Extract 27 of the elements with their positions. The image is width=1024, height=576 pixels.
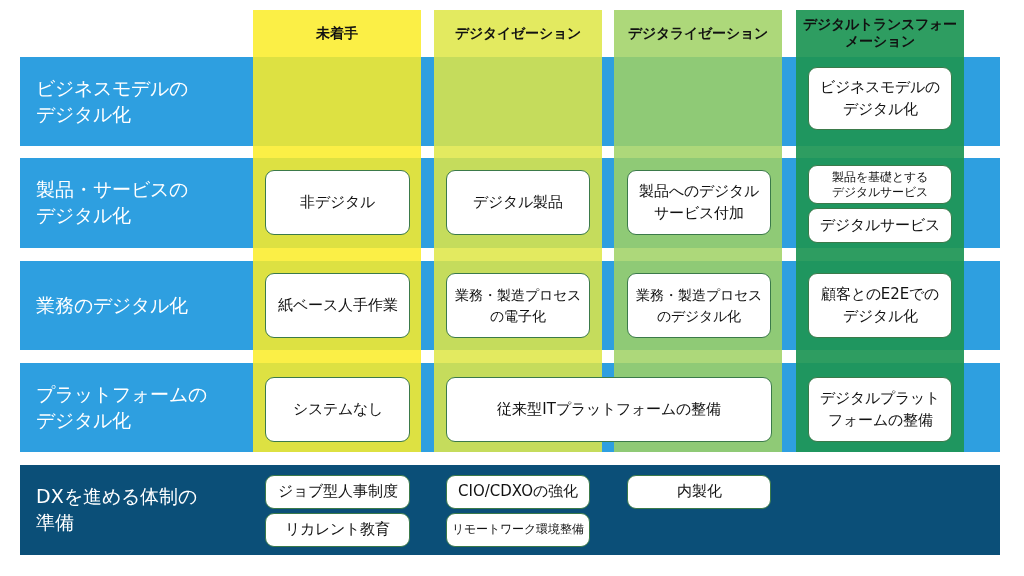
row-heading: ビジネスモデルのデジタル化 (36, 75, 189, 127)
item-card: ビジネスモデルのデジタル化 (808, 67, 952, 130)
item-card: リカレント教育 (265, 513, 410, 547)
item-card: 業務・製造プロセスの電子化 (446, 273, 590, 338)
item-card: 製品へのデジタルサービス付加 (627, 170, 771, 235)
item-card: 顧客とのE2Eでのデジタル化 (808, 273, 952, 338)
item-card: 非デジタル (265, 170, 410, 235)
item-card: デジタルプラットフォームの整備 (808, 377, 952, 442)
row-heading: 業務のデジタル化 (36, 292, 189, 318)
column-heading: デジタライゼーション (627, 23, 769, 43)
item-card: リモートワーク環境整備 (446, 513, 590, 547)
row-heading: 製品・サービスのデジタル化 (36, 177, 189, 228)
row-band (20, 465, 1000, 555)
column-heading: デジタイゼーション (454, 23, 582, 43)
row-heading: プラットフォームのデジタル化 (36, 381, 208, 433)
item-card: 製品を基礎とするデジタルサービス (808, 165, 952, 204)
item-card: デジタルサービス (808, 208, 952, 243)
row-heading: DXを進める体制の準備 (36, 484, 198, 535)
column-heading: デジタルトランスフォーメーション (802, 15, 958, 51)
item-card: システムなし (265, 377, 410, 442)
item-card: 業務・製造プロセスのデジタル化 (627, 273, 771, 338)
item-card: デジタル製品 (446, 170, 590, 235)
item-card: 紙ベース人手作業 (265, 273, 410, 338)
item-card: ジョブ型人事制度 (265, 475, 410, 509)
item-card: CIO/CDXOの強化 (446, 475, 590, 509)
column-heading: 未着手 (315, 23, 359, 43)
item-card: 内製化 (627, 475, 771, 509)
